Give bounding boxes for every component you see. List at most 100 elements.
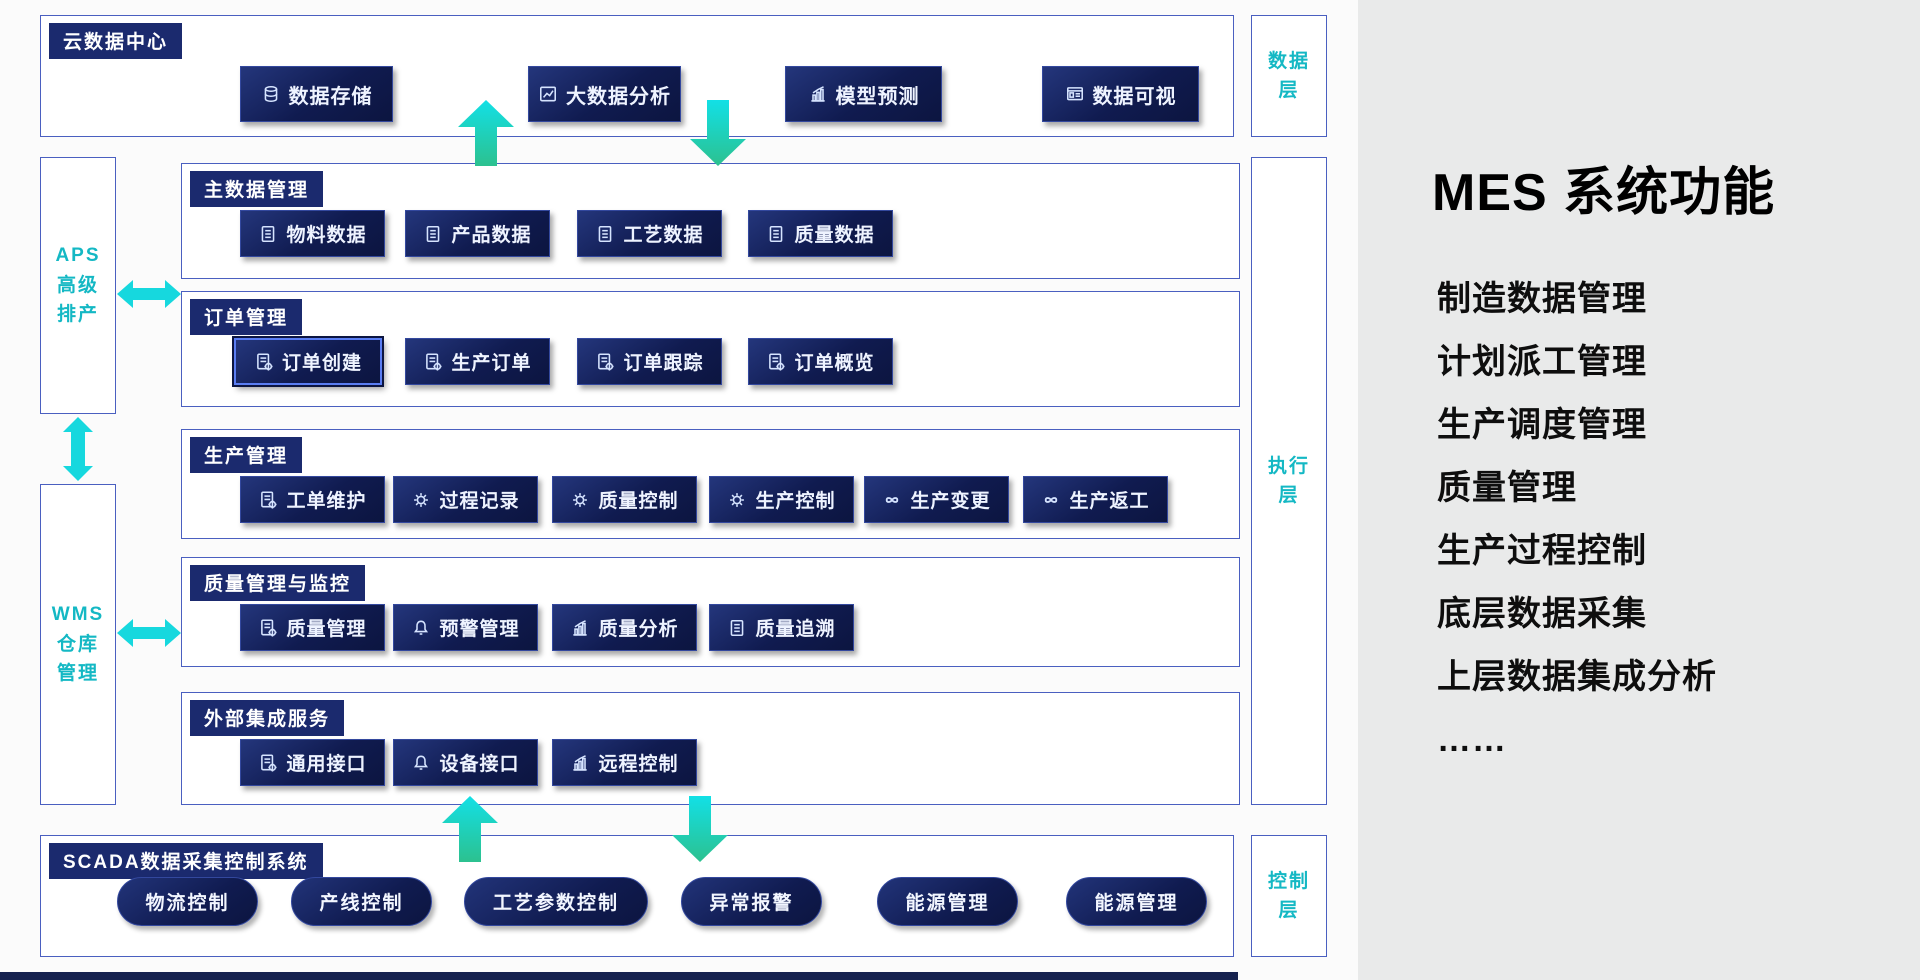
pill-abnormal-alarm: 异常报警 [681,877,822,926]
feature-item: 生产调度管理 [1437,406,1647,444]
section-production-management-title: 生产管理 [190,437,303,473]
flow-arrow-down-top [690,100,746,166]
wms-link-arrow [117,619,181,647]
section-order-management: 订单管理 订单创建 生产订单 订单跟踪 订单概览 [181,291,1240,407]
tile-production-control: 生产控制 [709,476,854,523]
tile-remote-control: 远程控制 [552,739,697,786]
doc-gear-icon [258,753,278,773]
feature-item: 质量管理 [1437,469,1577,507]
tile-label: 模型预测 [835,85,920,108]
tile-order-tracking: 订单跟踪 [577,338,722,385]
tile-label: 工单维护 [286,491,367,512]
tile-bigdata-analysis: 大数据分析 [528,66,681,122]
doc-gear-icon [595,352,615,372]
tile-label: 质量分析 [598,619,679,640]
tile-label: 过程记录 [439,491,520,512]
section-production-management: 生产管理 工单维护 过程记录 质量控制 生产控制 生产变更 生产返工 [181,429,1240,539]
bar-chart-icon [808,84,828,104]
doc-gear-icon [258,490,278,510]
tile-material-data: 物料数据 [240,210,385,257]
tile-production-rework: 生产返工 [1023,476,1168,523]
pill-logistics-control: 物流控制 [117,877,258,926]
cloud-data-center-box: 云数据中心 数据存储 大数据分析 模型预测 数据可视 [40,15,1234,137]
tile-label: 订单概览 [794,353,875,374]
tile-process-record: 过程记录 [393,476,538,523]
tile-label: 通用接口 [286,754,367,775]
flow-arrow-up-bottom [442,796,498,862]
bar-chart-icon [570,618,590,638]
tile-process-data: 工艺数据 [577,210,722,257]
clipboard-icon [595,224,615,244]
feature-item: 上层数据集成分析 [1437,658,1717,696]
bar-chart-icon [570,753,590,773]
tile-label: 预警管理 [439,619,520,640]
cloud-data-center-title: 云数据中心 [49,23,183,59]
pill-label: 能源管理 [905,893,990,914]
clipboard-icon [727,618,747,638]
feature-item: 制造数据管理 [1437,280,1647,318]
tile-model-prediction: 模型预测 [785,66,942,122]
aps-link-arrow [117,280,181,308]
doc-gear-icon [766,352,786,372]
tile-quality-data: 质量数据 [748,210,893,257]
tile-order-create: 订单创建 [234,338,382,385]
scada-title: SCADA数据采集控制系统 [49,843,323,879]
tile-label: 生产变更 [910,491,991,512]
feature-item: 计划派工管理 [1437,343,1647,381]
feature-list: 制造数据管理 计划派工管理 生产调度管理 质量管理 生产过程控制 底层数据采集 … [1437,268,1717,772]
pill-energy-management-1: 能源管理 [877,877,1018,926]
tile-label: 设备接口 [439,754,520,775]
pill-label: 物流控制 [145,893,230,914]
bottom-bar [0,972,1238,980]
tile-product-data: 产品数据 [405,210,550,257]
pill-line-control: 产线控制 [291,877,432,926]
tile-data-visualization: 数据可视 [1042,66,1199,122]
wms-system-box: WMS仓库管理 [40,484,116,805]
pill-process-param-control: 工艺参数控制 [464,877,648,926]
feature-item: 底层数据采集 [1437,595,1647,633]
tile-quality-management: 质量管理 [240,604,385,651]
tile-production-order: 生产订单 [405,338,550,385]
layer-label-control: 控制层 [1251,835,1327,957]
feature-item: …… [1437,721,1507,759]
tile-label: 质量数据 [794,225,875,246]
pill-label: 产线控制 [319,893,404,914]
tile-label: 生产控制 [755,491,836,512]
feature-item: 生产过程控制 [1437,532,1647,570]
aps-system-box: APS高级排产 [40,157,116,414]
pill-label: 异常报警 [709,893,794,914]
tile-label: 质量追溯 [755,619,836,640]
infinity-icon [1041,490,1061,510]
section-master-data-title: 主数据管理 [190,171,324,207]
tile-label: 工艺数据 [623,225,704,246]
tile-label: 订单创建 [281,353,362,374]
tile-label: 生产返工 [1069,491,1150,512]
tile-device-interface: 设备接口 [393,739,538,786]
line-chart-icon [538,84,558,104]
flow-arrow-down-bottom [672,796,728,862]
tile-label: 大数据分析 [566,85,671,108]
scada-system-box: SCADA数据采集控制系统 物流控制 产线控制 工艺参数控制 异常报警 能源管理… [40,835,1234,957]
section-master-data: 主数据管理 物料数据 产品数据 工艺数据 质量数据 [181,163,1240,279]
tile-quality-analysis: 质量分析 [552,604,697,651]
tile-order-overview: 订单概览 [748,338,893,385]
tile-label: 远程控制 [598,754,679,775]
database-icon [261,84,281,104]
gear-icon [570,490,590,510]
tile-label: 质量管理 [286,619,367,640]
pill-energy-management-2: 能源管理 [1066,877,1207,926]
tile-label: 产品数据 [451,225,532,246]
clipboard-icon [423,224,443,244]
section-quality-monitoring: 质量管理与监控 质量管理 预警管理 质量分析 质量追溯 [181,557,1240,667]
section-order-management-title: 订单管理 [190,299,303,335]
section-quality-monitoring-title: 质量管理与监控 [190,565,366,601]
bell-icon [411,753,431,773]
gear-icon [411,490,431,510]
gear-icon [727,490,747,510]
tile-quality-control: 质量控制 [552,476,697,523]
layer-label-execution: 执行层 [1251,157,1327,805]
tile-label: 数据可视 [1092,85,1177,108]
aps-wms-link-arrow [63,417,93,481]
tile-label: 订单跟踪 [623,353,704,374]
bell-icon [411,618,431,638]
